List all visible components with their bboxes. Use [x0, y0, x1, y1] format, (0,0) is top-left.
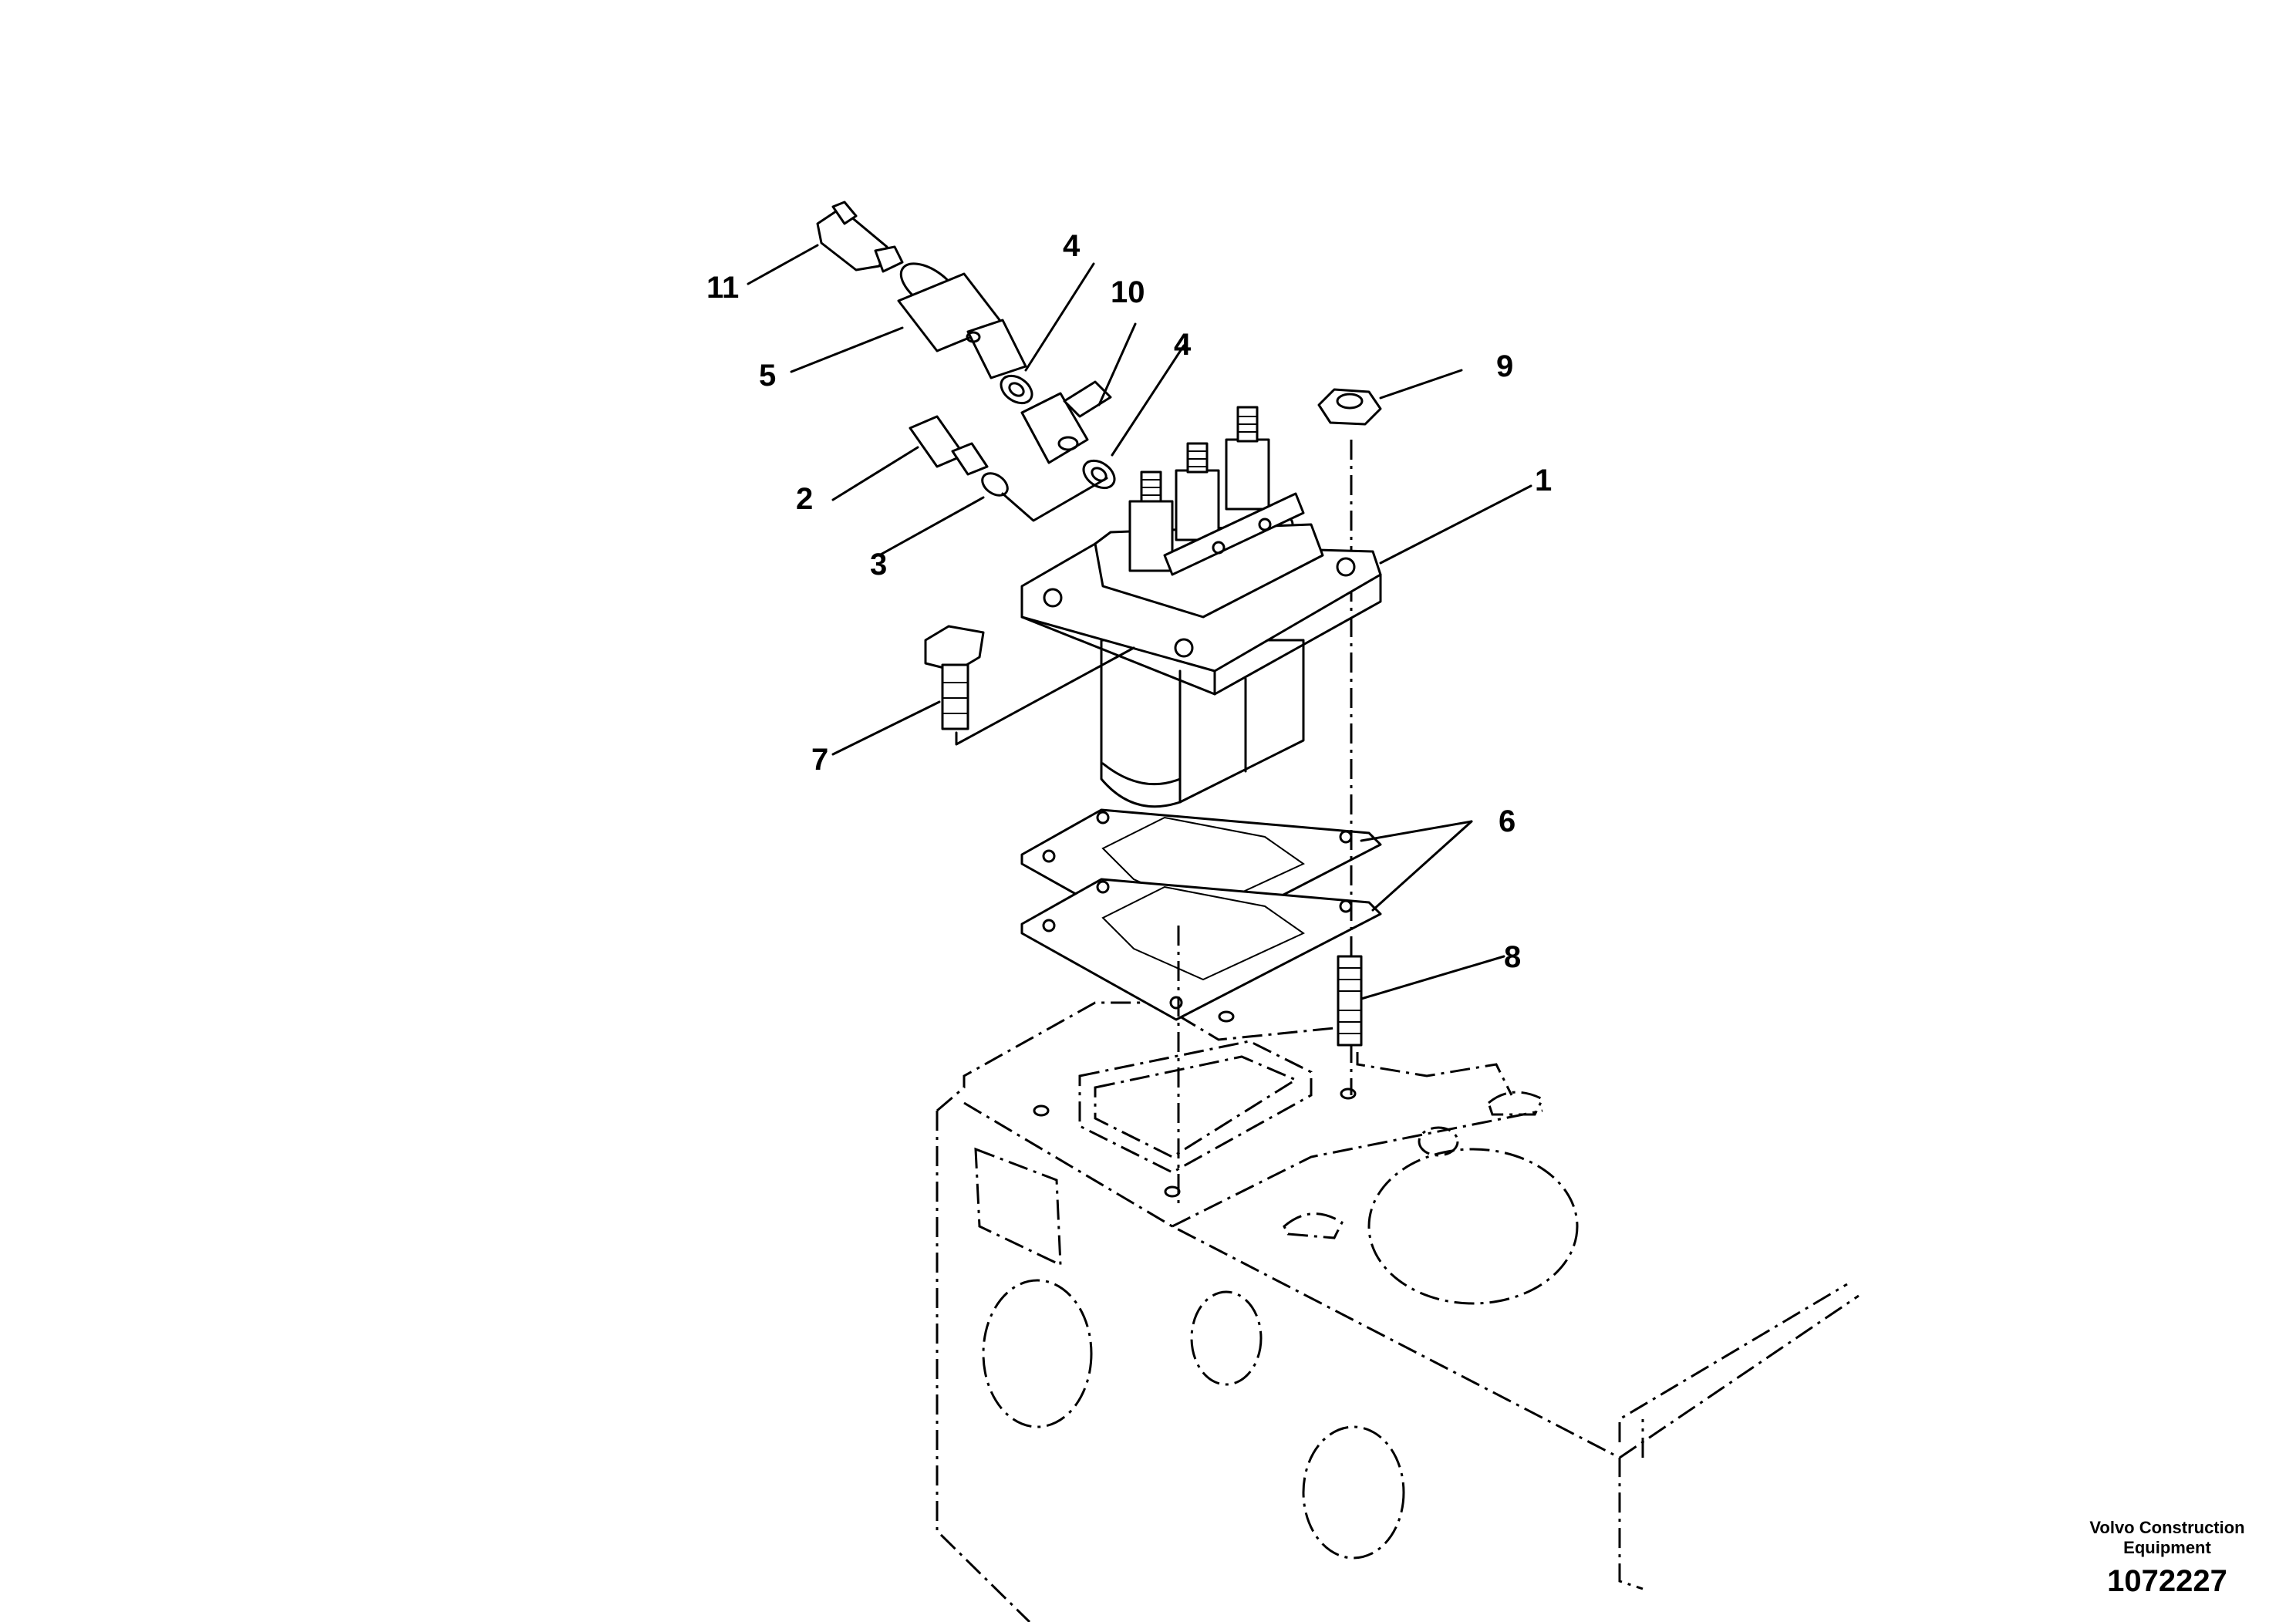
stud-bolt — [1337, 955, 1363, 1047]
fuel-fitting — [1020, 380, 1112, 464]
gasket-upper — [1020, 808, 1382, 952]
callout-10: 10 — [1111, 275, 1145, 309]
air-bleed-screw — [816, 201, 904, 273]
sealing-washer-lower — [1082, 459, 1116, 490]
brand-line-1: Volvo Construction — [2089, 1518, 2245, 1537]
sealing-washer-upper-hole — [1008, 382, 1025, 397]
leader-lines — [747, 244, 1532, 1000]
callout-6: 6 — [1499, 804, 1515, 838]
flange-nut — [1317, 388, 1382, 426]
sealing-washer-upper — [1000, 374, 1033, 405]
callout-2: 2 — [796, 482, 813, 516]
diagram-footer: Volvo Construction Equipment 1072227 — [2052, 1518, 2283, 1599]
callout-7: 7 — [811, 743, 828, 777]
gasket-lower — [1020, 878, 1382, 1021]
overflow-valve-body — [897, 262, 1027, 379]
hollow-bolt — [909, 415, 989, 476]
flange-bolt — [924, 625, 985, 730]
callout-4-lower: 4 — [1174, 328, 1192, 362]
document-number: 1072227 — [2107, 1564, 2227, 1598]
callout-8: 8 — [1504, 940, 1521, 974]
brand-line-2: Equipment — [2123, 1538, 2211, 1557]
engine-block — [936, 1001, 1859, 1622]
callout-11: 11 — [706, 271, 739, 305]
callout-1: 1 — [1535, 464, 1552, 497]
callout-3: 3 — [870, 548, 887, 582]
copper-washer — [981, 472, 1009, 497]
callout-4-upper: 4 — [1063, 229, 1081, 263]
callout-5: 5 — [759, 359, 776, 393]
injection-pump — [1020, 406, 1382, 808]
callout-9: 9 — [1496, 349, 1513, 383]
